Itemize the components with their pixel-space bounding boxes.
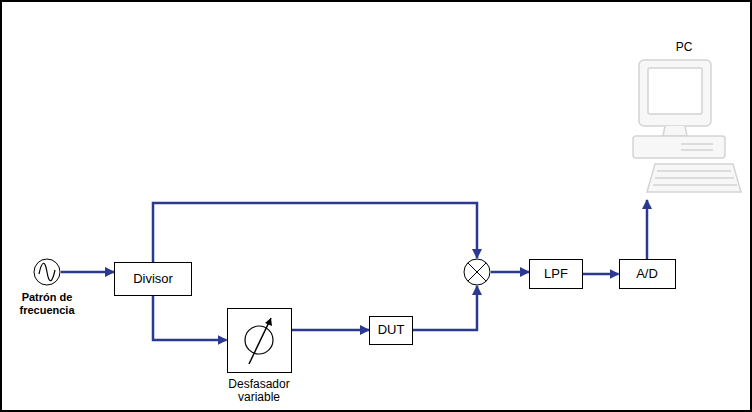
phase-shifter-outline — [227, 308, 292, 373]
signal-arrow — [646, 200, 649, 259]
mixer-symbol-outline — [463, 258, 491, 286]
signal-arrow — [413, 286, 477, 330]
dut-box: DUT — [369, 316, 413, 345]
signal-arrow — [292, 329, 370, 332]
box-label: DUT — [378, 323, 405, 338]
frequency-source: Patrón de frecuencia — [33, 258, 61, 286]
box-label: LPF — [544, 267, 568, 282]
signal-arrow — [153, 203, 477, 262]
divider-box: Divisor — [114, 262, 192, 296]
box-label: A/D — [636, 267, 658, 282]
node-caption: Patrón de frecuencia — [10, 291, 84, 316]
pc-icon-outline — [625, 58, 743, 200]
node-caption: PC — [654, 41, 714, 55]
signal-arrow — [61, 271, 114, 274]
signal-arrow — [583, 273, 619, 276]
phase-shifter: Desfasador variable — [227, 308, 292, 373]
pc-icon: PC — [625, 58, 743, 200]
adc-box: A/D — [619, 259, 676, 289]
lpf-box: LPF — [529, 259, 583, 289]
signal-arrow — [491, 271, 529, 274]
signal-arrow — [153, 296, 227, 340]
mixer-symbol — [463, 258, 491, 286]
frequency-source-outline — [33, 258, 61, 286]
box-label: Divisor — [133, 272, 173, 287]
node-caption: Desfasador variable — [217, 378, 301, 406]
